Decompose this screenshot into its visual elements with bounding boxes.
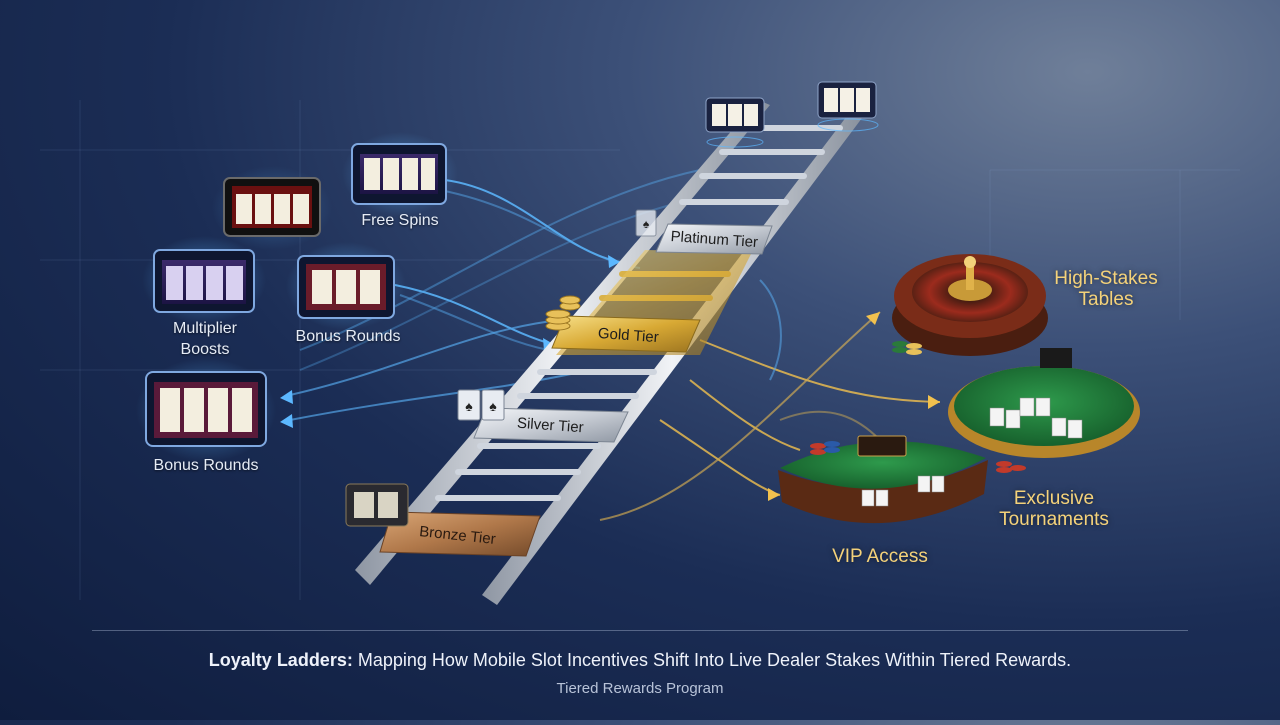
roulette-table-icon xyxy=(892,254,1048,356)
flow-arrow xyxy=(699,339,941,403)
platinum-tier-label: Platinum Tier xyxy=(670,228,759,251)
flow-arrow xyxy=(759,279,782,381)
vip-blackjack-table-icon xyxy=(778,435,988,524)
flow-arrow xyxy=(289,371,581,421)
tier-plate-gold: Gold Tier xyxy=(551,315,701,353)
footer-divider xyxy=(92,630,1188,631)
arrowheads-gold xyxy=(768,312,940,501)
high-stakes-label: High-Stakes Tables xyxy=(1054,268,1158,310)
playing-cards-icon: ♠ xyxy=(635,209,657,237)
bonus-rounds-label-low: Bonus Rounds xyxy=(153,457,259,474)
coin-stack-icon xyxy=(545,295,581,331)
vip-access-label: VIP Access xyxy=(832,546,928,567)
flow-arrow xyxy=(289,319,561,396)
footer-title: Loyalty Ladders: Mapping How Mobile Slot… xyxy=(0,650,1280,671)
bonus-rounds-label-mid: Bonus Rounds xyxy=(295,328,401,345)
svg-text:♠: ♠ xyxy=(643,217,650,231)
multiplier-boosts-label: Multiplier Boosts xyxy=(172,320,237,358)
flow-arrow xyxy=(399,294,561,353)
flow-arrow xyxy=(779,410,881,441)
tier-plate-bronze: Bronze Tier xyxy=(379,511,541,557)
flow-arrow xyxy=(444,179,621,263)
slot-tablet-bonus-mid xyxy=(286,242,406,330)
silver-tier-label: Silver Tier xyxy=(516,415,584,437)
mini-slot-icon xyxy=(345,483,409,527)
playing-cards-icon: ♠ ♠ xyxy=(457,389,505,421)
svg-text:♠: ♠ xyxy=(465,398,473,414)
footer-subtitle: Tiered Rewards Program xyxy=(556,680,724,697)
mini-slot-icon xyxy=(705,97,765,148)
tier-plate-platinum: Platinum Tier xyxy=(655,223,773,255)
flow-arrow xyxy=(689,379,801,451)
slot-tablet-multiplier xyxy=(142,236,266,324)
exclusive-tournaments-label: Exclusive Tournaments xyxy=(999,488,1109,530)
gold-tier-label: Gold Tier xyxy=(597,325,659,346)
flow-arrow xyxy=(599,311,881,521)
mini-slot-icon xyxy=(817,81,879,132)
slot-tablet-bonus-low xyxy=(136,358,276,462)
slot-tablet-free-spins xyxy=(342,132,458,216)
footer-title-bold: Loyalty Ladders: xyxy=(208,650,353,670)
flow-arrow xyxy=(394,284,556,346)
svg-text:♠: ♠ xyxy=(489,398,497,414)
footer-title-rest: Mapping How Mobile Slot Incentives Shift… xyxy=(352,650,1072,670)
tournament-table-icon xyxy=(948,348,1140,473)
tier-plate-silver: Silver Tier xyxy=(473,407,629,443)
free-spins-label: Free Spins xyxy=(361,212,439,229)
slot-tablet-top-left xyxy=(212,166,332,250)
